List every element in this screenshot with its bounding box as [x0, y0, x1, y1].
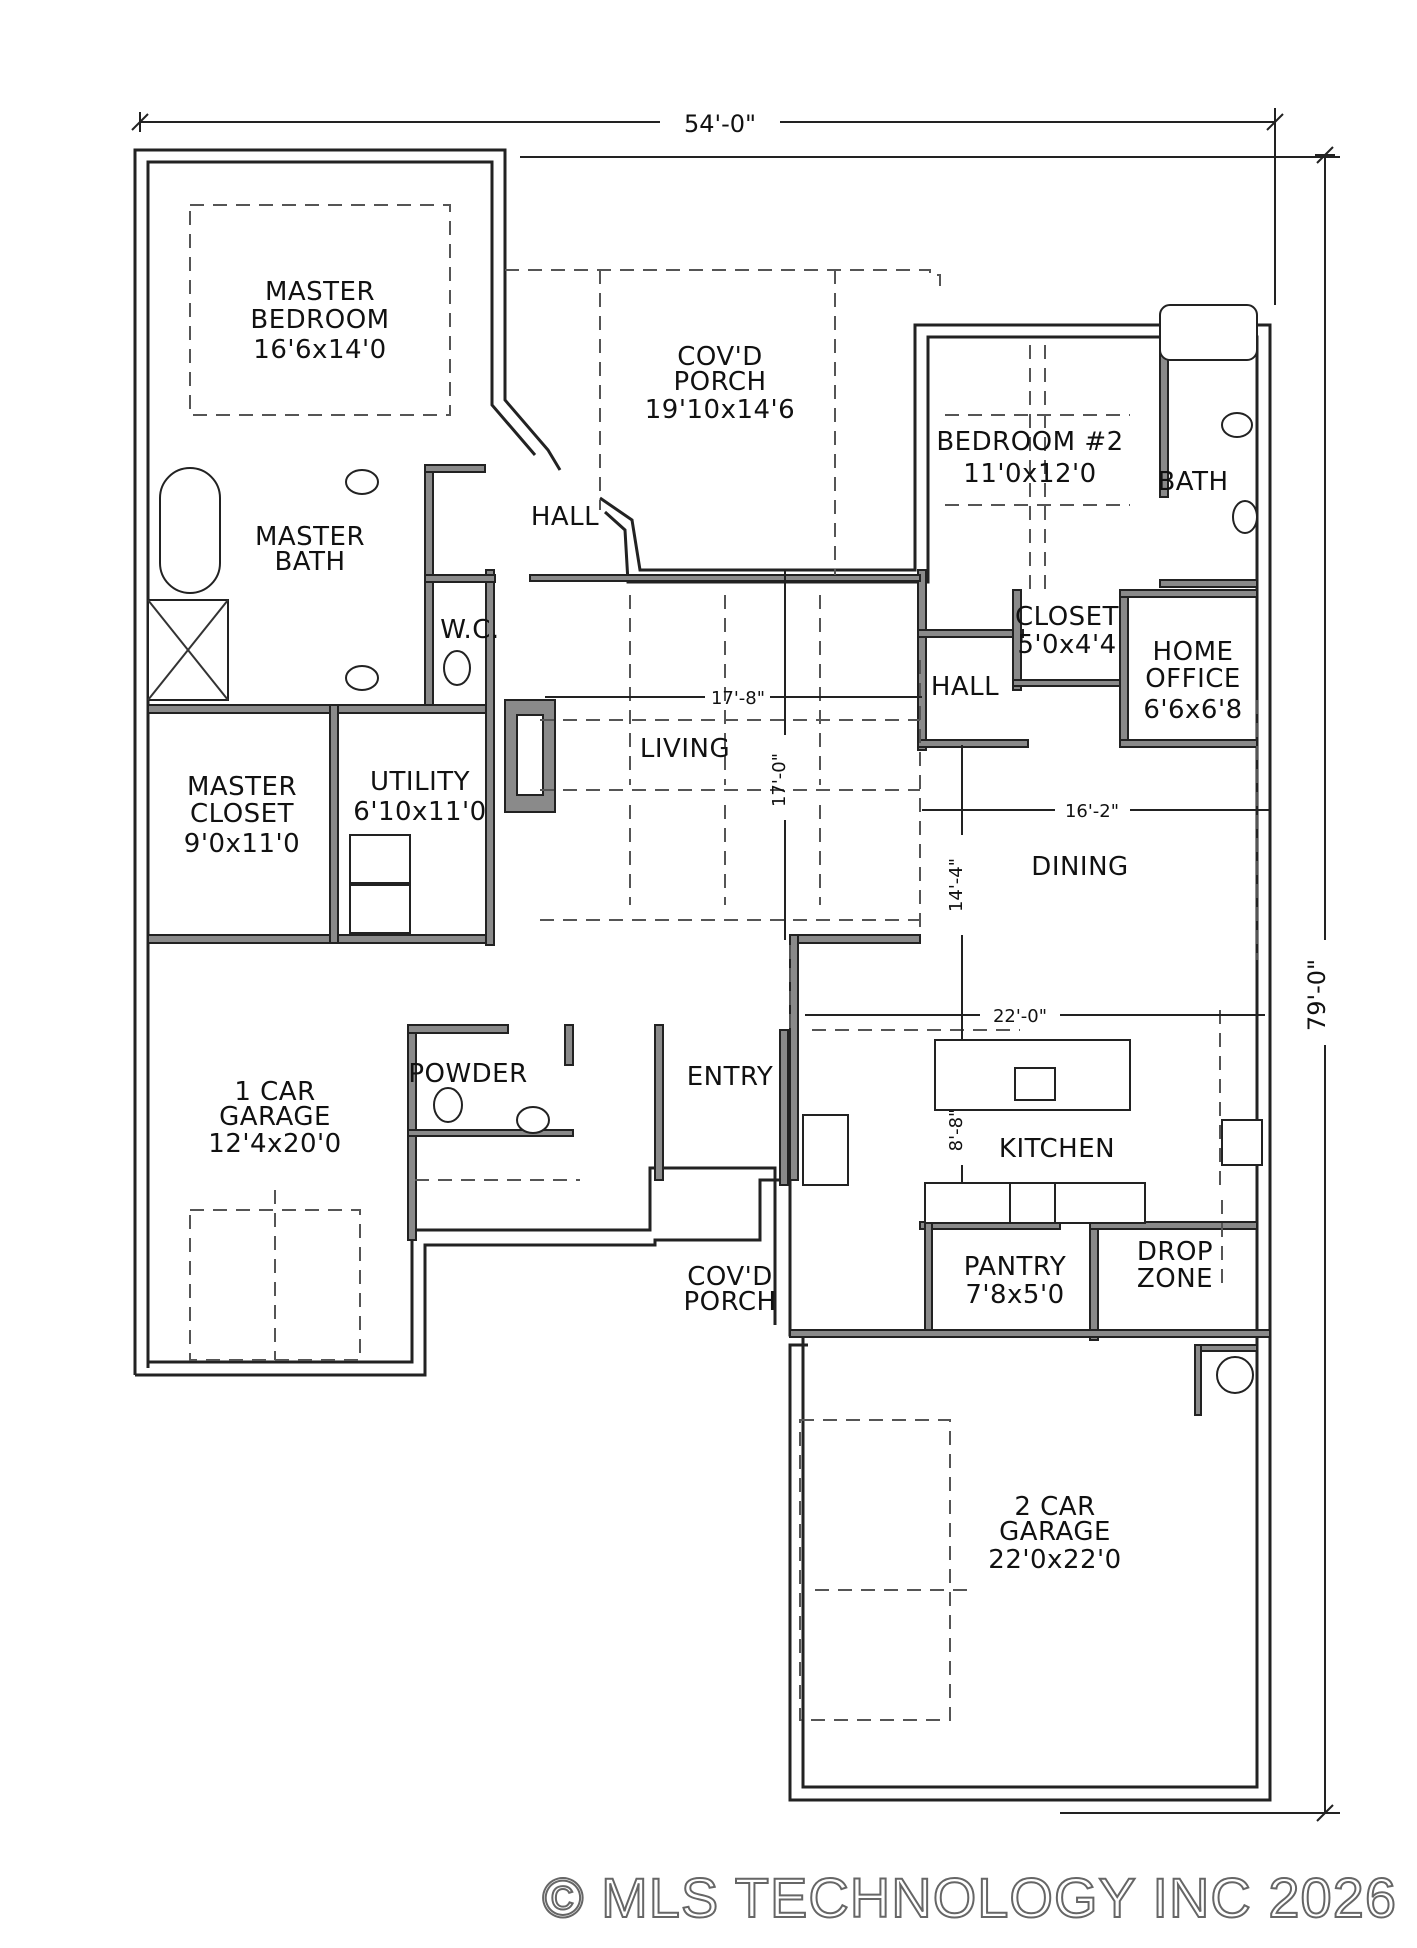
- oven-icon: [1221, 1119, 1263, 1166]
- garage1-label: 1 CAR GARAGE 12'4x20'0: [208, 1077, 341, 1159]
- living-label: LIVING: [640, 734, 730, 764]
- closet-label: CLOSET 5'0x4'4: [1015, 602, 1119, 660]
- svg-text:6'6x6'8: 6'6x6'8: [1143, 695, 1242, 725]
- water-heater-icon: [1216, 1356, 1254, 1394]
- svg-text:16'6x14'0: 16'6x14'0: [253, 335, 386, 365]
- svg-text:12'4x20'0: 12'4x20'0: [208, 1129, 341, 1159]
- bath-label: BATH: [1157, 467, 1228, 497]
- svg-text:PORCH: PORCH: [683, 1287, 776, 1317]
- powder-label: POWDER: [408, 1059, 527, 1089]
- interior-dimensions: 17'-8" 17'-0" 16'-2" 14'-4" 22'-0" 8'-8": [545, 570, 1270, 1222]
- svg-text:7'8x5'0: 7'8x5'0: [965, 1280, 1064, 1310]
- svg-text:DROP: DROP: [1137, 1237, 1213, 1267]
- living-depth-label: 17'-0": [769, 753, 790, 807]
- svg-text:BATH: BATH: [274, 547, 345, 577]
- svg-text:2 CAR: 2 CAR: [1014, 1492, 1095, 1522]
- svg-text:ZONE: ZONE: [1137, 1264, 1213, 1294]
- utility-label: UTILITY 6'10x11'0: [353, 767, 486, 827]
- svg-text:CLOSET: CLOSET: [190, 799, 294, 829]
- front-covd-porch-label: COV'D PORCH: [683, 1262, 776, 1317]
- svg-text:19'10x14'6: 19'10x14'6: [645, 395, 795, 425]
- wc-label: W.C.: [440, 615, 499, 645]
- interior-walls: [147, 336, 1271, 1416]
- svg-text:HOME: HOME: [1153, 637, 1234, 667]
- svg-text:MASTER: MASTER: [265, 277, 375, 307]
- living-width-label: 17'-8": [711, 688, 765, 709]
- svg-text:9'0x11'0: 9'0x11'0: [184, 829, 300, 859]
- svg-text:UTILITY: UTILITY: [370, 767, 470, 797]
- overall-width-dimension: 54'-0": [131, 108, 1284, 305]
- svg-text:6'10x11'0: 6'10x11'0: [353, 797, 486, 827]
- svg-text:MASTER: MASTER: [187, 772, 297, 802]
- svg-text:GARAGE: GARAGE: [999, 1517, 1111, 1547]
- tub-icon: [1159, 304, 1258, 361]
- dining-depth-label: 14'-4": [946, 858, 967, 912]
- bathtub-icon: [159, 467, 221, 594]
- master-closet-label: MASTER CLOSET 9'0x11'0: [184, 772, 300, 859]
- home-office-label: HOME OFFICE 6'6x6'8: [1143, 637, 1242, 725]
- drop-zone-label: DROP ZONE: [1137, 1237, 1213, 1294]
- cooktop-icon: [1009, 1182, 1056, 1224]
- dining-width-label: 16'-2": [1065, 801, 1119, 822]
- dryer-icon: [349, 884, 411, 934]
- overall-width-label: 54'-0": [684, 110, 756, 138]
- overall-depth-dimension: 79'-0": [520, 146, 1340, 1822]
- copyright-watermark: © MLS TECHNOLOGY INC 2026: [541, 1865, 1397, 1930]
- dining-label: DINING: [1031, 852, 1128, 882]
- svg-text:BEDROOM: BEDROOM: [250, 305, 389, 335]
- master-bedroom-label: MASTER BEDROOM 16'6x14'0: [250, 277, 389, 365]
- toilet-icon: [1221, 412, 1253, 438]
- svg-text:1 CAR: 1 CAR: [234, 1077, 315, 1107]
- dashed-lines: [189, 204, 1258, 1721]
- sink-icon: [1232, 500, 1258, 534]
- rear-covd-porch-label: COV'D PORCH 19'10x14'6: [645, 342, 795, 425]
- sink-icon: [516, 1106, 550, 1134]
- svg-text:OFFICE: OFFICE: [1145, 664, 1241, 694]
- svg-text:COV'D: COV'D: [687, 1262, 773, 1292]
- svg-text:22'0x22'0: 22'0x22'0: [988, 1545, 1121, 1575]
- svg-text:5'0x4'4: 5'0x4'4: [1017, 630, 1116, 660]
- kitchen-width-label: 22'-0": [993, 1006, 1047, 1027]
- svg-text:11'0x12'0: 11'0x12'0: [963, 459, 1096, 489]
- hall-top-label: HALL: [531, 502, 599, 532]
- svg-text:GARAGE: GARAGE: [219, 1102, 331, 1132]
- fixtures: [147, 304, 1263, 1394]
- refrigerator-icon: [802, 1114, 849, 1186]
- svg-text:PORCH: PORCH: [673, 367, 766, 397]
- overall-depth-label: 79'-0": [1303, 959, 1331, 1031]
- sink-icon: [345, 665, 379, 691]
- sink-icon: [345, 469, 379, 495]
- svg-text:MASTER: MASTER: [255, 522, 365, 552]
- entry-label: ENTRY: [687, 1062, 774, 1092]
- hall-right-label: HALL: [931, 672, 999, 702]
- kitchen-sink-icon: [1014, 1067, 1056, 1101]
- toilet-icon: [443, 650, 471, 686]
- kitchen-depth-label: 8'-8": [946, 1109, 967, 1152]
- toilet-icon: [433, 1087, 463, 1123]
- pantry-label: PANTRY 7'8x5'0: [964, 1252, 1066, 1310]
- svg-text:COV'D: COV'D: [677, 342, 763, 372]
- kitchen-label: KITCHEN: [999, 1134, 1115, 1164]
- bedroom2-label: BEDROOM #2 11'0x12'0: [936, 427, 1123, 489]
- garage2-label: 2 CAR GARAGE 22'0x22'0: [988, 1492, 1121, 1575]
- svg-text:BEDROOM #2: BEDROOM #2: [936, 427, 1123, 457]
- svg-text:PANTRY: PANTRY: [964, 1252, 1066, 1282]
- washer-icon: [349, 834, 411, 884]
- svg-text:CLOSET: CLOSET: [1015, 602, 1119, 632]
- master-bath-label: MASTER BATH: [255, 522, 365, 577]
